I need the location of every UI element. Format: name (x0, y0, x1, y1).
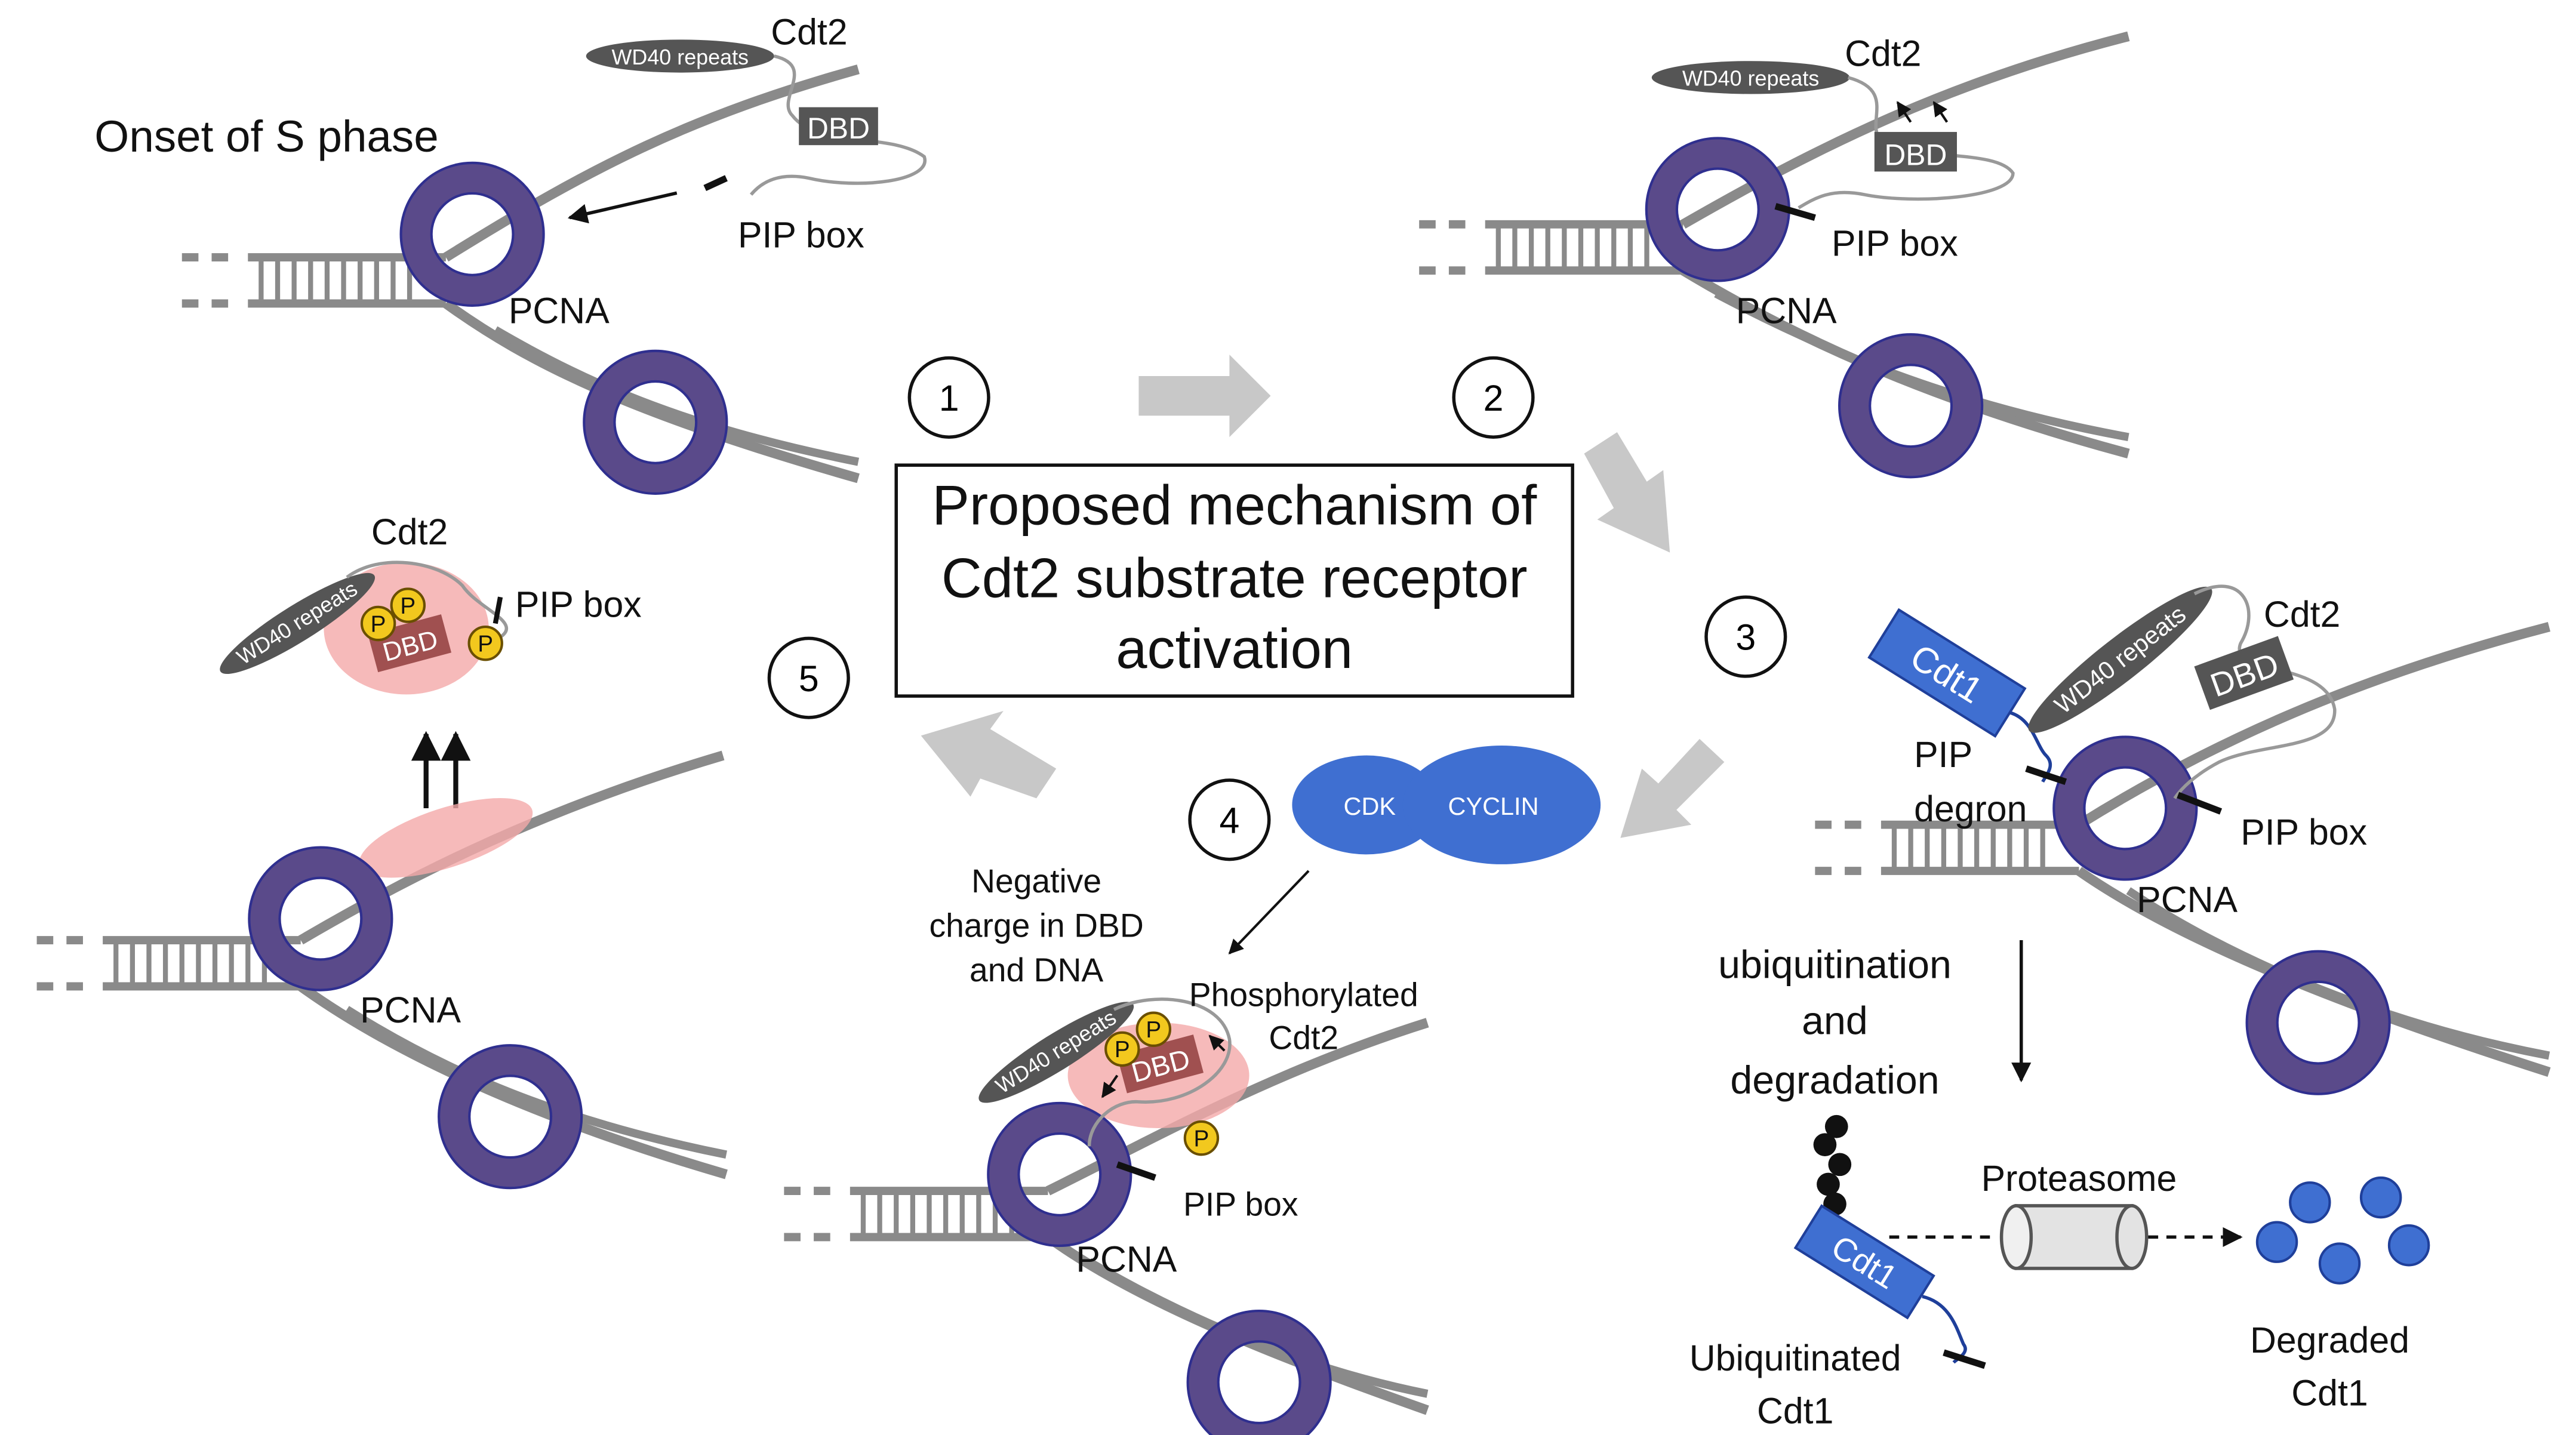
cdt2-label-3: Cdt2 (2264, 594, 2340, 635)
cdt2-label-2: Cdt2 (1845, 33, 1921, 74)
ubiquitinated-label-line-1: Ubiquitinated (1689, 1338, 1901, 1378)
wd40-domain-1 (586, 39, 774, 73)
negative-charge-label-line-3: and DNA (970, 951, 1103, 989)
phospho-label-4a: P (1115, 1037, 1130, 1063)
panel-5: WD40 repeats Cdt2 DBD P P P PIP box (37, 512, 728, 1175)
pcna-ring-3b (2262, 966, 2374, 1079)
dbd-label-2: DBD (1884, 138, 1947, 171)
cdk-cyclin-complex: CDK CYCLIN (1292, 745, 1601, 864)
dbd-domain-1 (799, 107, 878, 146)
ubiquitinated-cdt1-protein: Cdt1 (1793, 1204, 1935, 1320)
ubiquitination-label-line-1: ubiquitination (1718, 943, 1952, 987)
pcna-ring-5a (264, 863, 377, 975)
ubiquitin-chain (1813, 1114, 1852, 1216)
cdt2-label-5: Cdt2 (371, 512, 448, 552)
title-line-3: activation (1116, 617, 1353, 680)
phospho-label-4b: P (1146, 1017, 1161, 1043)
pip-box-label-2: PIP box (1832, 223, 1958, 263)
pip-box-label-1: PIP box (738, 214, 864, 255)
cdt2-label-1: Cdt2 (771, 12, 847, 53)
panel-1: Onset of S phase PCNA WD40 repeats Cdt2 … (94, 12, 927, 479)
arrow-step-4-to-5 (921, 710, 1057, 799)
wd40-label-1: WD40 repeats (612, 45, 749, 69)
step-1-number: 1 (939, 378, 959, 418)
title-line-1: Proposed mechanism of (932, 474, 1537, 537)
pcna-label-4: PCNA (1076, 1239, 1177, 1279)
pcna-label-5: PCNA (360, 990, 461, 1030)
pcna-ring-3a (2069, 752, 2181, 864)
proteasome-icon (1999, 1204, 2149, 1270)
arrow-step-2-to-3 (1584, 432, 1670, 553)
negative-charge-cloud-5b (359, 798, 533, 878)
step-5: 5 (767, 636, 850, 719)
pcna-ring-2b (1855, 350, 1967, 462)
pcna-ring-1a (416, 178, 528, 290)
pcna-ring-4b (1203, 1326, 1315, 1435)
step-4-number: 4 (1219, 800, 1239, 840)
cdt1-protein-3: Cdt1 (1867, 608, 2027, 738)
panel-3: PCNA Cdt1 WD40 repeats Cdt2 DBD PIP degr… (1689, 584, 2551, 1431)
step-3-number: 3 (1735, 617, 1756, 658)
phospho-group-4b: P (1135, 1011, 1172, 1047)
pip-degron-label-line-1: PIP (1914, 734, 1972, 775)
pcna-label-3: PCNA (2137, 879, 2238, 920)
degraded-label-line-2: Cdt1 (2291, 1372, 2368, 1413)
phospho-label-5c: P (478, 631, 493, 657)
arrow-step-3-to-4 (1620, 738, 1725, 838)
phosphorylated-label-line-1: Phosphorylated (1189, 977, 1418, 1014)
phospho-group-5c: P (467, 625, 503, 661)
phospho-group-4a: P (1104, 1031, 1140, 1067)
phospho-label-5b: P (400, 593, 416, 619)
pip-box-label-3: PIP box (2240, 812, 2367, 852)
cdk-label: CDK (1344, 792, 1396, 820)
title-box: Proposed mechanism of Cdt2 substrate rec… (894, 463, 1574, 698)
negative-charge-label-line-1: Negative (971, 863, 1101, 900)
step-arrows (921, 355, 1725, 838)
pcna-label-1: PCNA (509, 291, 610, 331)
degraded-label-line-1: Degraded (2250, 1320, 2409, 1360)
dbd-label-1: DBD (807, 112, 870, 145)
step-2: 2 (1452, 356, 1535, 439)
phospho-group-5b: P (390, 587, 426, 623)
degraded-fragments (2255, 1176, 2430, 1285)
wd40-domain-3: WD40 repeats (2028, 586, 2212, 733)
wd40-domain-2 (1651, 61, 1850, 94)
negative-charge-label-line-2: charge in DBD (929, 907, 1143, 944)
pcna-ring-4a (1004, 1118, 1116, 1230)
wd40-label-3: WD40 repeats (2049, 600, 2191, 719)
arrow-step-1-to-2 (1138, 355, 1271, 438)
pcna-label-2: PCNA (1736, 291, 1837, 331)
step-4: 4 (1188, 778, 1271, 861)
phospho-label-4c: P (1194, 1126, 1209, 1151)
wd40-label-2: WD40 repeats (1682, 66, 1820, 91)
pip-box-label-5: PIP box (515, 584, 642, 624)
onset-s-phase-heading: Onset of S phase (94, 111, 438, 161)
dbd-domain-3: DBD (2194, 636, 2294, 710)
panel-4: CDK CYCLIN Negative charge in DBD and DN… (784, 745, 1601, 1435)
cyclin-label: CYCLIN (1448, 792, 1539, 820)
ubiquitination-label-line-3: degradation (1730, 1058, 1939, 1103)
pip-box-label-4: PIP box (1183, 1185, 1298, 1222)
panel-2: PCNA WD40 repeats Cdt2 DBD PIP box (1419, 31, 2130, 462)
title-line-2: Cdt2 substrate receptor (941, 546, 1528, 609)
phosphorylated-label-line-2: Cdt2 (1269, 1019, 1338, 1056)
pip-binding-arrow-1 (567, 191, 678, 224)
ubiquitinated-label-line-2: Cdt1 (1757, 1391, 1833, 1431)
phospho-label-5a: P (371, 611, 386, 637)
phosphorylation-arrow (1228, 870, 1310, 954)
phospho-group-4c: P (1183, 1120, 1220, 1156)
step-3: 3 (1704, 595, 1787, 678)
step-2-number: 2 (1484, 378, 1504, 418)
dbd-domain-2 (1874, 132, 1957, 172)
step-5-number: 5 (799, 658, 819, 699)
ubiquitination-label-line-2: and (1802, 999, 1868, 1043)
step-1: 1 (907, 356, 990, 439)
proteasome-label: Proteasome (1981, 1158, 2177, 1199)
pip-degron-label-line-2: degron (1914, 789, 2027, 829)
phospho-group-5a: P (360, 605, 396, 642)
